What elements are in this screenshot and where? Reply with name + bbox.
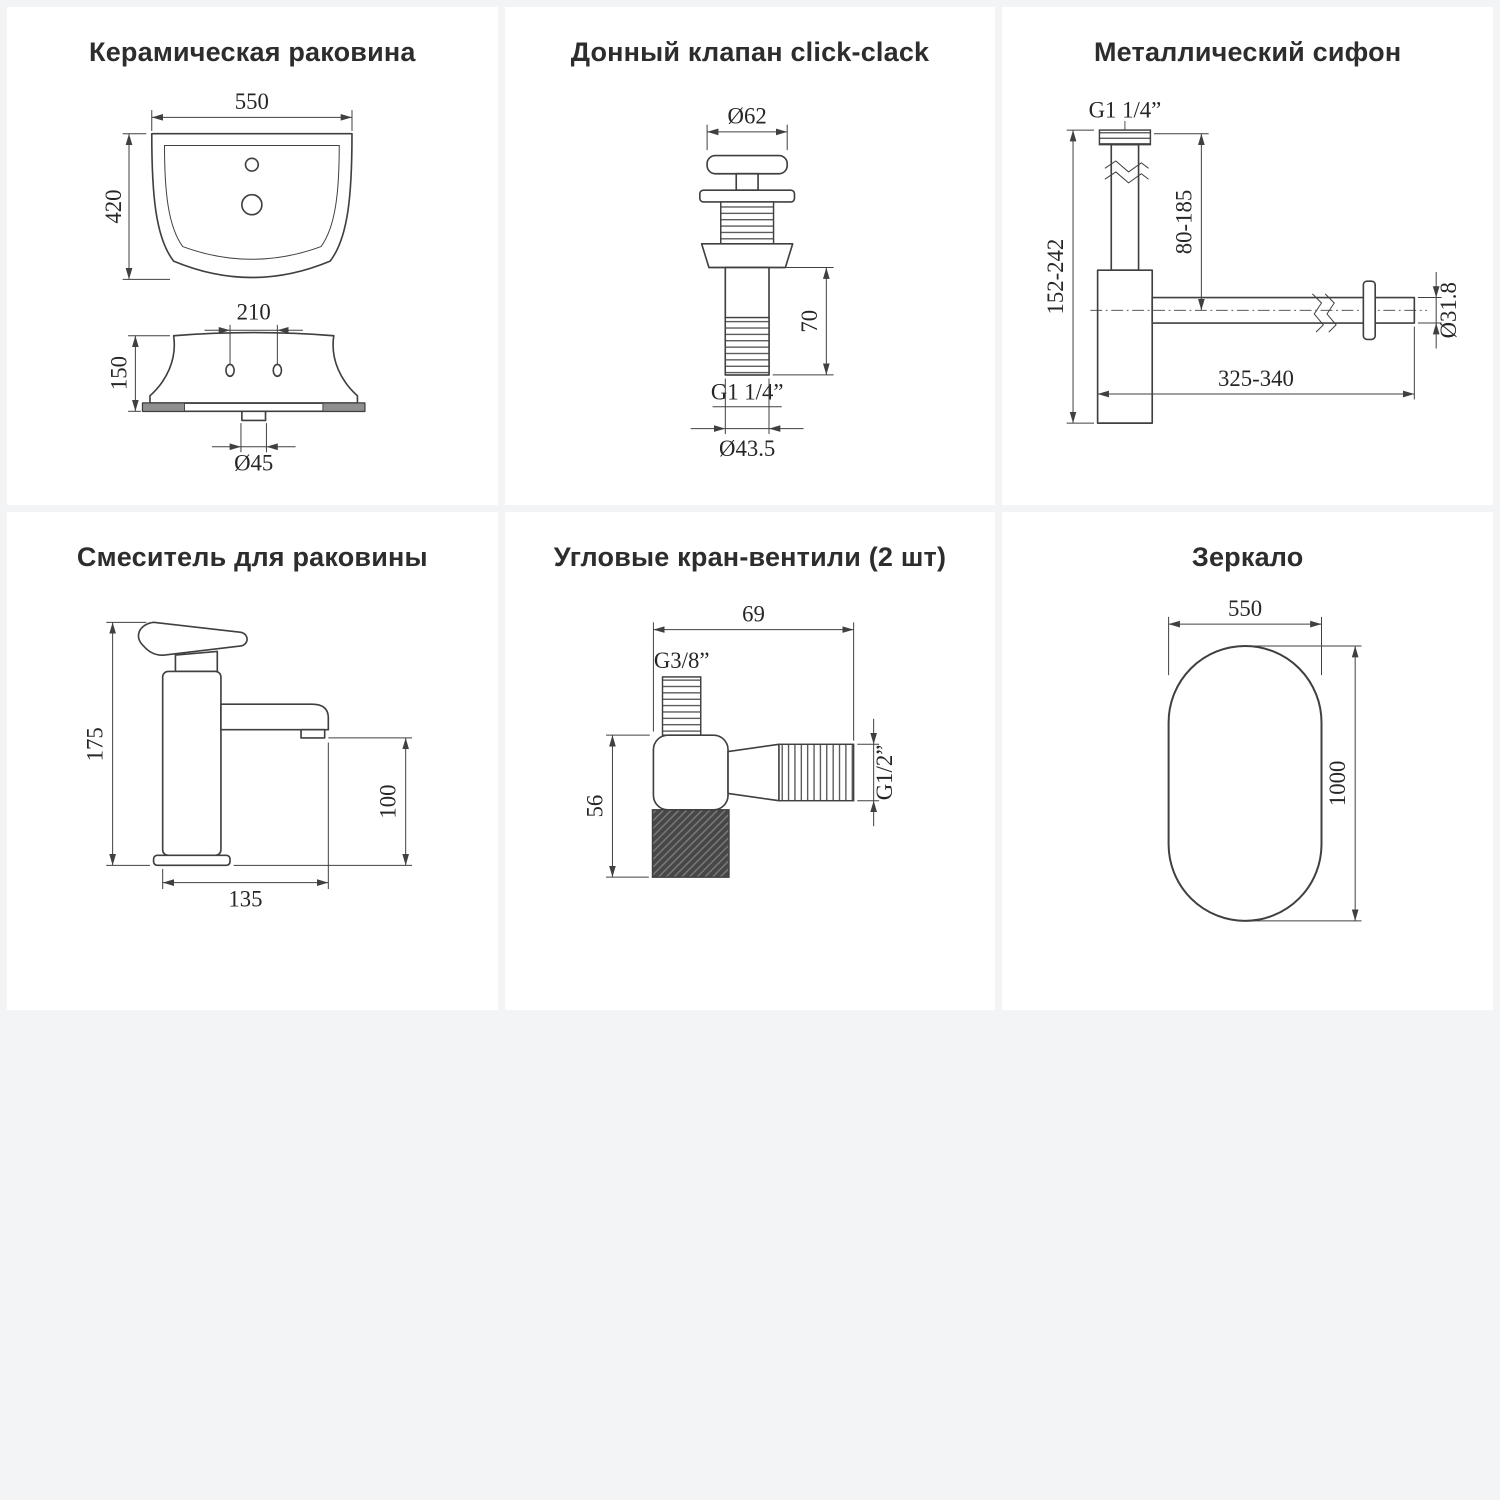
dim-label-spout-height: 100 [376,785,401,819]
dim-label-side-height: 150 [106,356,131,390]
dim-label-siphon-thread: G1 1/4” [1089,97,1162,122]
sink-front-view [150,132,353,279]
dimension-sink-width: 550 [151,89,353,131]
angle-valve-drawing: 69 G3/8” G1/2” 56 [582,601,897,878]
mirror-drawing: 550 1000 [1167,596,1362,922]
dimension-sink-height: 420 [101,133,170,280]
dim-label-body-height: 70 [797,310,822,333]
valve-thread-upper [719,201,774,245]
card-sink: Керамическая раковина 550 420 [7,7,498,505]
valve-body-drawing [698,154,795,376]
dimension-body-diameter: Ø43.5 [690,378,804,461]
valve-inlet-thread [661,676,702,736]
sink-side-view [141,331,366,422]
siphon-drawing: G1 1/4” 152-242 80-185 Ø31.8 [1043,97,1462,424]
dimension-outlet-thread: G1/2” [856,718,897,827]
card-mixer: Смеситель для раковины 175 [7,512,498,1010]
siphon-bottle [1097,269,1154,424]
dimension-spout-reach: 135 [162,742,329,911]
angle-valve-body-drawing [651,676,855,878]
card-angle-valves: Угловые кран-вентили (2 шт) 69 [504,512,996,1010]
dimension-inlet-range: 80-185 [1154,133,1209,311]
dim-label-valve-height: 56 [582,795,607,818]
card-title-angle-valves: Угловые кран-вентили (2 шт) [553,542,947,572]
siphon-inlet-thread [1099,129,1152,146]
card-mirror: Зеркало 550 1000 [1002,512,1493,1010]
dimension-body-height: 70 [772,266,834,376]
card-title-mirror: Зеркало [1191,542,1304,572]
overflow-hole [241,193,263,216]
faucet-hole [244,157,260,172]
dim-label-pipe-diameter: Ø31.8 [1437,282,1462,338]
card-title-drain-valve: Донный клапан click-clack [570,37,930,67]
dim-label-outlet-thread: G1/2” [872,745,897,801]
dim-label-sink-height: 420 [101,189,126,223]
dim-label-body-diameter: Ø43.5 [719,436,775,461]
dimension-valve-height: 56 [582,734,650,878]
dimension-total-height: 175 [83,621,150,866]
dim-label-spout-reach: 135 [228,886,262,911]
dim-label-inlet-range: 80-185 [1172,190,1197,254]
dimension-side-height: 150 [106,335,170,412]
thread-designation: G1 1/4” [710,379,783,408]
product-dimension-grid: Керамическая раковина 550 420 [7,7,1493,1010]
mixer-base [152,854,231,867]
dimension-cap-diameter: Ø62 [706,104,788,151]
dimension-spout-height: 100 [233,737,413,866]
valve-knurled-handle [651,809,730,878]
mixer-body-drawing [137,621,330,867]
card-title-mixer: Смеситель для раковины [76,542,428,572]
dim-label-valve-width: 69 [742,601,765,626]
mirror-outline [1167,644,1323,922]
dimension-mirror-height: 1000 [1252,645,1362,922]
dimension-height-range: 152-242 [1043,129,1095,424]
dim-label-mirror-width: 550 [1228,596,1262,621]
card-siphon: Металлический сифон G1 1/4” [1002,7,1493,505]
mixer-lever [137,621,248,657]
card-drain-valve: Донный клапан click-clack Ø62 [504,7,996,505]
wall-flange [1362,280,1377,341]
dimension-valve-width: 69 [652,601,854,741]
dim-label-hole-spacing: 210 [237,299,271,324]
dim-label-height-range: 152-242 [1043,239,1068,315]
valve-outlet-thread [777,743,855,802]
dim-label-sink-width: 550 [235,89,269,114]
valve-cap [705,154,788,175]
card-title-sink: Керамическая раковина [89,37,416,67]
drain-valve-drawing: Ø62 70 G1 1/4” Ø43.5 [690,104,834,461]
dim-label-inlet-thread: G3/8” [653,648,709,673]
dim-label-total-height: 175 [83,727,108,761]
mixer-spout [220,703,330,731]
drain-stub [241,410,267,422]
sink-drawing: 550 420 [101,89,366,475]
dimension-length-range: 325-340 [1097,326,1416,400]
siphon-body-drawing [1090,120,1428,424]
dim-label-cap-diameter: Ø62 [727,104,766,129]
dim-label-drain: Ø45 [234,450,273,475]
mixer-aerator [300,728,326,739]
dimension-hole-spacing: 210 [204,299,303,364]
dimension-mirror-width: 550 [1168,596,1323,676]
dim-label-thread: G1 1/4” [710,379,783,404]
dimension-pipe-diameter: Ø31.8 [1418,272,1462,349]
mixer-column [161,670,222,857]
valve-thread-lower [724,316,770,376]
siphon-inlet-pipe [1110,143,1140,272]
dim-label-length-range: 325-340 [1218,366,1294,391]
valve-body [652,734,729,811]
dim-label-mirror-height: 1000 [1325,761,1350,807]
card-title-siphon: Металлический сифон [1093,37,1402,67]
mixer-drawing: 175 100 135 [83,621,413,911]
dimension-drain: Ø45 [211,423,296,475]
